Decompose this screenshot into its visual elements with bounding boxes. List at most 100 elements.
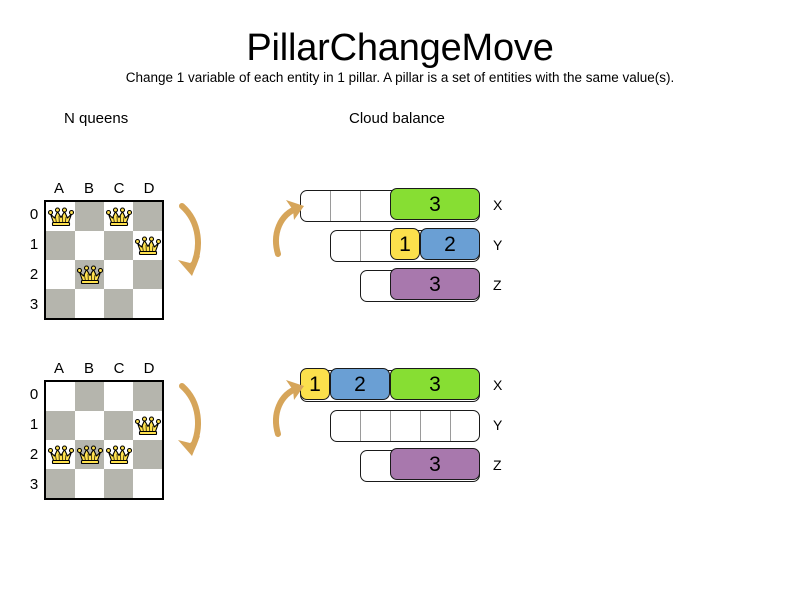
board-cell-D2[interactable] — [133, 260, 162, 289]
empty-cell — [361, 271, 391, 301]
queen-icon — [47, 206, 74, 228]
page-subtitle: Change 1 variable of each entity in 1 pi… — [125, 70, 675, 85]
board-cell-A0[interactable] — [46, 202, 75, 231]
column-label: C — [113, 180, 125, 197]
board-cell-B0[interactable] — [75, 202, 104, 231]
process-segment-3[interactable]: 3 — [390, 368, 480, 401]
computer-label-Z: Z — [493, 457, 502, 473]
column-label: A — [53, 360, 64, 377]
board-cell-D3[interactable] — [133, 469, 162, 498]
empty-cell — [331, 191, 361, 221]
process-segment-3[interactable]: 3 — [390, 268, 480, 301]
section-heading-cloud-balance: Cloud balance — [349, 110, 445, 127]
board-cell-B1[interactable] — [75, 231, 104, 260]
cloud-change-arrow-top — [268, 196, 310, 267]
empty-cell — [331, 411, 361, 441]
board-cell-B3[interactable] — [75, 469, 104, 498]
computer-label-X: X — [493, 377, 503, 393]
board-cell-C2[interactable] — [104, 440, 133, 469]
board-cell-A3[interactable] — [46, 469, 75, 498]
board-cell-B2[interactable] — [75, 260, 104, 289]
empty-cell — [361, 451, 391, 481]
board-column-labels: A B C D — [44, 181, 164, 199]
process-segment-2[interactable]: 2 — [330, 368, 390, 401]
column-label: A — [53, 180, 64, 197]
process-segment-1[interactable]: 1 — [300, 368, 330, 401]
computer-label-X: X — [493, 197, 503, 213]
board-cell-A3[interactable] — [46, 289, 75, 318]
board-cell-C1[interactable] — [104, 231, 133, 260]
row-label: 0 — [29, 386, 39, 403]
board-cell-D0[interactable] — [133, 382, 162, 411]
computer-capacity-bar[interactable] — [330, 410, 480, 442]
board-cell-B0[interactable] — [75, 382, 104, 411]
empty-cell — [391, 411, 421, 441]
queen-icon — [76, 264, 103, 286]
row-label: 3 — [29, 296, 39, 313]
board-cell-A1[interactable] — [46, 231, 75, 260]
board-cell-D1[interactable] — [133, 411, 162, 440]
board-cell-A2[interactable] — [46, 440, 75, 469]
cloud-change-arrow-bottom — [268, 376, 310, 447]
board-cell-D1[interactable] — [133, 231, 162, 260]
column-label: D — [143, 180, 155, 197]
queen-icon — [47, 444, 74, 466]
process-segment-3[interactable]: 3 — [390, 448, 480, 481]
board-cell-D2[interactable] — [133, 440, 162, 469]
board-cell-B1[interactable] — [75, 411, 104, 440]
process-segment-1[interactable]: 1 — [390, 228, 420, 261]
board-cell-D0[interactable] — [133, 202, 162, 231]
board-change-arrow-top — [168, 196, 214, 293]
section-heading-nqueens: N queens — [64, 110, 129, 127]
board-cell-A0[interactable] — [46, 382, 75, 411]
process-segment-2[interactable]: 2 — [420, 228, 480, 261]
column-label: D — [143, 360, 155, 377]
board-cell-C3[interactable] — [104, 289, 133, 318]
board-cell-D3[interactable] — [133, 289, 162, 318]
board-cell-C1[interactable] — [104, 411, 133, 440]
row-label: 0 — [29, 206, 39, 223]
board-cell-A1[interactable] — [46, 411, 75, 440]
empty-cell — [331, 231, 361, 261]
process-segment-3[interactable]: 3 — [390, 188, 480, 221]
column-label: B — [83, 180, 94, 197]
board-cell-C3[interactable] — [104, 469, 133, 498]
queen-icon — [134, 235, 161, 257]
board-cell-C0[interactable] — [104, 202, 133, 231]
board-cell-A2[interactable] — [46, 260, 75, 289]
column-label: B — [83, 360, 94, 377]
queen-icon — [76, 444, 103, 466]
empty-cell — [361, 411, 391, 441]
row-label: 3 — [29, 476, 39, 493]
empty-capacity-cells — [331, 411, 481, 441]
board-change-arrow-bottom — [168, 376, 214, 473]
row-label: 2 — [29, 266, 39, 283]
empty-cell — [361, 231, 391, 261]
board-cell-C0[interactable] — [104, 382, 133, 411]
empty-capacity-cells — [361, 271, 391, 301]
row-label: 1 — [29, 416, 39, 433]
row-label: 1 — [29, 236, 39, 253]
empty-cell — [301, 191, 331, 221]
page-title: PillarChangeMove — [246, 27, 554, 69]
board-grid — [44, 200, 164, 320]
board-cell-B2[interactable] — [75, 440, 104, 469]
queen-icon — [105, 206, 132, 228]
empty-capacity-cells — [331, 231, 391, 261]
queen-icon — [134, 415, 161, 437]
computer-label-Y: Y — [493, 237, 503, 253]
board-grid — [44, 380, 164, 500]
board-cell-B3[interactable] — [75, 289, 104, 318]
board-cell-C2[interactable] — [104, 260, 133, 289]
empty-cell — [361, 191, 391, 221]
queen-icon — [105, 444, 132, 466]
computer-label-Z: Z — [493, 277, 502, 293]
empty-capacity-cells — [301, 191, 391, 221]
